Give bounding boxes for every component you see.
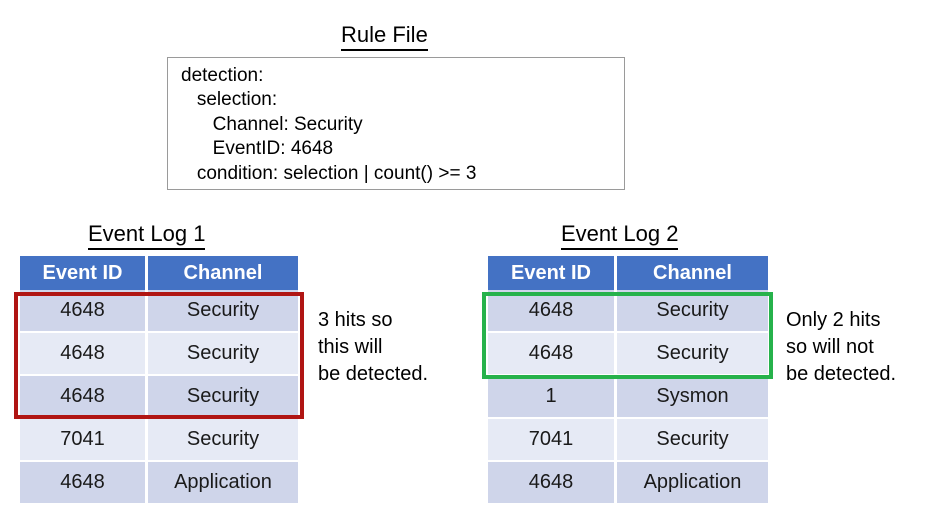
cell-event-id: 4648 (488, 462, 617, 505)
cell-event-id: 7041 (20, 419, 148, 462)
rule-file-code: detection: selection: Channel: Security … (181, 65, 477, 184)
rule-file-title: Rule File (341, 22, 428, 51)
table-row: 4648 Application (20, 462, 298, 505)
cell-event-id: 4648 (20, 333, 148, 376)
column-header-event-id: Event ID (20, 256, 148, 290)
table-row: 4648 Security (20, 290, 298, 333)
table-row: 7041 Security (488, 419, 768, 462)
event-log-2-table: Event ID Channel 4648 Security 4648 Secu… (488, 256, 768, 505)
table-row: 7041 Security (20, 419, 298, 462)
table-row: 1 Sysmon (488, 376, 768, 419)
cell-event-id: 1 (488, 376, 617, 419)
cell-event-id: 4648 (20, 462, 148, 505)
annotation-event-log-2: Only 2 hits so will not be detected. (786, 309, 897, 385)
cell-event-id: 4648 (488, 333, 617, 376)
cell-channel: Application (617, 462, 768, 505)
table-header-row: Event ID Channel (20, 256, 298, 290)
table-row: 4648 Security (488, 290, 768, 333)
table-header-row: Event ID Channel (488, 256, 768, 290)
cell-channel: Security (148, 376, 298, 419)
column-header-event-id: Event ID (488, 256, 617, 290)
cell-channel: Security (148, 290, 298, 333)
cell-channel: Security (148, 333, 298, 376)
annotation-event-log-1: 3 hits so this will be detected. (318, 309, 429, 385)
cell-channel: Security (617, 290, 768, 333)
column-header-channel: Channel (148, 256, 298, 290)
cell-channel: Security (617, 333, 768, 376)
table-row: 4648 Security (20, 333, 298, 376)
cell-event-id: 7041 (488, 419, 617, 462)
table-row: 4648 Security (488, 333, 768, 376)
event-log-1-title: Event Log 1 (88, 221, 206, 250)
table-row: 4648 Application (488, 462, 768, 505)
rule-file-box: detection: selection: Channel: Security … (167, 57, 625, 190)
cell-event-id: 4648 (488, 290, 617, 333)
cell-channel: Security (148, 419, 298, 462)
cell-channel: Application (148, 462, 298, 505)
cell-channel: Sysmon (617, 376, 768, 419)
table-row: 4648 Security (20, 376, 298, 419)
cell-event-id: 4648 (20, 290, 148, 333)
cell-channel: Security (617, 419, 768, 462)
event-log-2-title: Event Log 2 (561, 221, 679, 250)
column-header-channel: Channel (617, 256, 768, 290)
cell-event-id: 4648 (20, 376, 148, 419)
event-log-1-table: Event ID Channel 4648 Security 4648 Secu… (20, 256, 298, 505)
